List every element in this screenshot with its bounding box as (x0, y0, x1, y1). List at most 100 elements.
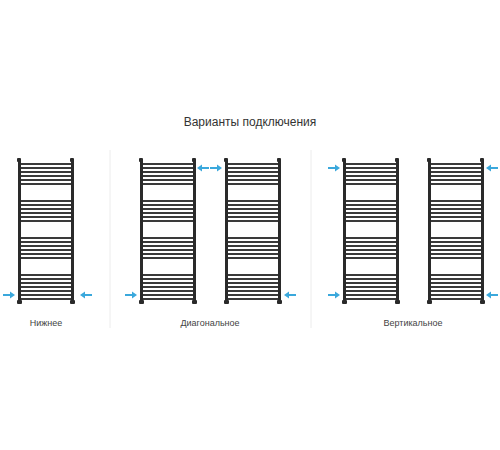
arrow-head (335, 165, 340, 172)
radiator-bar (227, 175, 279, 177)
radiator-bar (430, 183, 482, 185)
arrow-head (132, 292, 137, 299)
post-cap (192, 300, 197, 304)
radiator-bar (430, 274, 482, 276)
diagram-title: Варианты подключения (184, 115, 317, 129)
radiator-bar (142, 216, 194, 218)
radiator-bar (142, 253, 194, 255)
radiator-bar (430, 294, 482, 296)
arrow-shaft (3, 294, 11, 296)
radiator-bar (227, 241, 279, 243)
radiator-bar (142, 208, 194, 210)
radiator-post (225, 160, 228, 302)
flow-arrow (328, 165, 340, 172)
arrow-head (284, 292, 289, 299)
flow-arrow (328, 292, 340, 299)
radiator-bar (20, 179, 72, 181)
radiator-bar (345, 163, 397, 165)
towel-radiator (139, 158, 197, 304)
radiator-bar (20, 216, 72, 218)
radiator-bar (142, 274, 194, 276)
radiator-bar (430, 245, 482, 247)
radiator-bar (142, 298, 194, 300)
radiator-bar (20, 274, 72, 276)
towel-radiator (17, 158, 75, 304)
radiator-bar (345, 253, 397, 255)
radiator-bar (345, 200, 397, 202)
towel-radiator (224, 158, 282, 304)
radiator-bar (20, 212, 72, 214)
radiator-post (71, 160, 74, 302)
radiator-bar (430, 163, 482, 165)
radiator-bar (142, 171, 194, 173)
radiator-bar (227, 237, 279, 239)
flow-arrow (197, 165, 209, 172)
flow-arrow (80, 292, 92, 299)
radiator-bar (142, 278, 194, 280)
flow-arrow (210, 165, 222, 172)
radiator-bar (345, 286, 397, 288)
post-cap (139, 300, 144, 304)
radiator-bar (20, 175, 72, 177)
radiator-bar (227, 220, 279, 222)
radiator-bar (20, 294, 72, 296)
radiator-bar (430, 175, 482, 177)
flow-arrow (486, 165, 498, 172)
connection-label: Диагональное (180, 318, 239, 328)
radiator-bar (430, 208, 482, 210)
arrow-shaft (84, 294, 92, 296)
radiator-bar (20, 237, 72, 239)
radiator-bar (20, 183, 72, 185)
radiator-bar (142, 212, 194, 214)
arrow-head (217, 165, 222, 172)
radiator-bar (227, 294, 279, 296)
radiator-bar (227, 278, 279, 280)
arrow-head (486, 292, 491, 299)
radiator-post (278, 160, 281, 302)
radiator-bar (20, 200, 72, 202)
radiator-bar (345, 282, 397, 284)
radiator-bar (345, 237, 397, 239)
radiator-bar (20, 253, 72, 255)
arrow-shaft (125, 294, 133, 296)
radiator-bar (345, 290, 397, 292)
radiator-bar (345, 171, 397, 173)
radiator-bar (345, 208, 397, 210)
radiator-bar (345, 167, 397, 169)
arrow-head (335, 292, 340, 299)
arrow-shaft (288, 294, 296, 296)
radiator-bar (142, 241, 194, 243)
radiator-bar (430, 241, 482, 243)
radiator-bar (20, 282, 72, 284)
radiator-bar (142, 179, 194, 181)
radiator-bar (142, 282, 194, 284)
radiator-post (140, 160, 143, 302)
arrow-shaft (328, 167, 336, 169)
radiator-bar (20, 298, 72, 300)
radiator-bar (142, 290, 194, 292)
radiator-bar (430, 204, 482, 206)
separator (110, 150, 111, 328)
radiator-post (18, 160, 21, 302)
radiator-bar (142, 200, 194, 202)
radiator-bar (227, 245, 279, 247)
radiator-bar (227, 200, 279, 202)
radiator-bar (430, 216, 482, 218)
radiator-bar (20, 290, 72, 292)
radiator-bar (20, 171, 72, 173)
radiator-bar (20, 220, 72, 222)
radiator-bar (345, 204, 397, 206)
post-cap (427, 300, 432, 304)
radiator-bar (227, 249, 279, 251)
radiator-post (481, 160, 484, 302)
radiator-bar (227, 298, 279, 300)
radiator-bar (142, 204, 194, 206)
radiator-bar (430, 200, 482, 202)
arrow-head (486, 165, 491, 172)
radiator-bar (430, 212, 482, 214)
radiator-bar (345, 216, 397, 218)
radiator-bar (345, 249, 397, 251)
radiator-bar (142, 257, 194, 259)
radiator-bar (142, 249, 194, 251)
